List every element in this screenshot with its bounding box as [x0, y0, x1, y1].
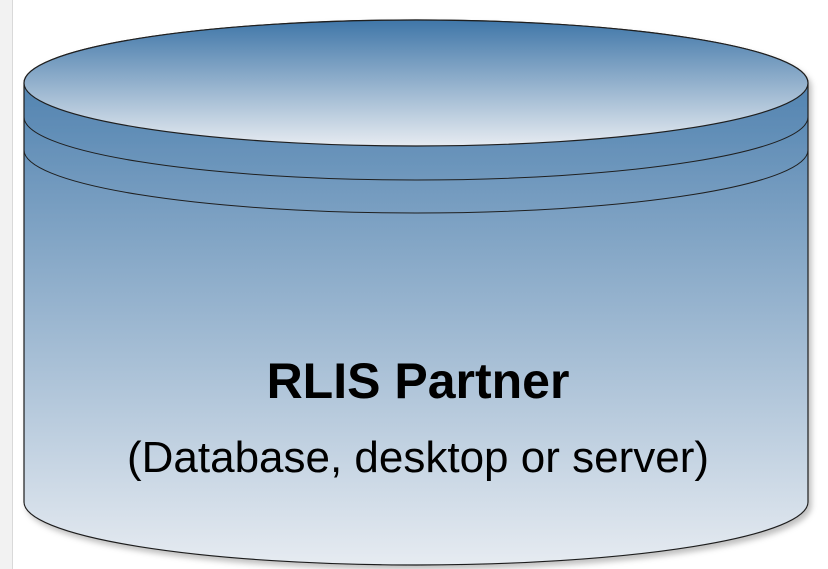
cylinder-subtitle: (Database, desktop or server) [127, 433, 709, 482]
cylinder-top-ellipse [23, 19, 809, 147]
cylinder-ring-2 [23, 149, 809, 214]
cylinder-title: RLIS Partner [267, 353, 570, 409]
cylinder-ring-1 [23, 116, 809, 181]
left-edge-strip [0, 0, 13, 569]
